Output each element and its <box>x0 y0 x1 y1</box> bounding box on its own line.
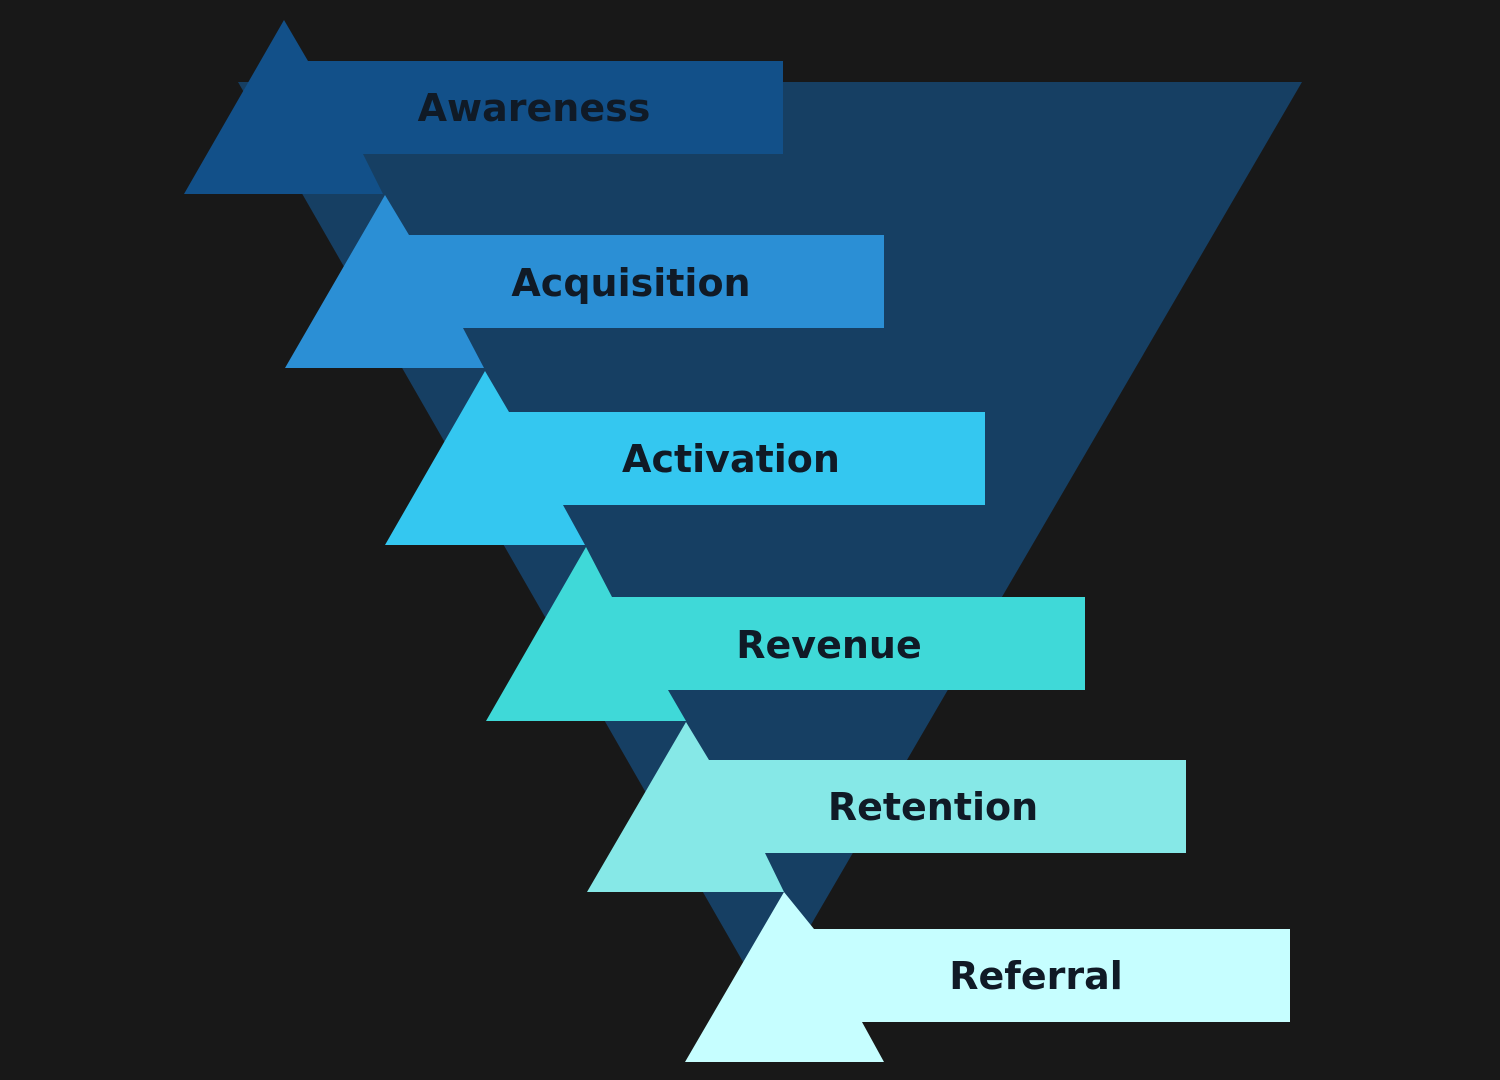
funnel-stage-awareness: Awareness <box>184 20 783 194</box>
stage-label-awareness: Awareness <box>418 86 651 130</box>
stage-arrow-awareness <box>184 20 783 194</box>
funnel-stage-retention: Retention <box>587 722 1186 892</box>
stage-arrow-activation <box>385 371 985 545</box>
funnel-stage-acquisition: Acquisition <box>285 195 884 368</box>
stage-label-revenue: Revenue <box>736 623 921 667</box>
funnel-stage-referral: Referral <box>685 892 1290 1062</box>
stage-arrow-retention <box>587 722 1186 892</box>
stage-label-retention: Retention <box>828 785 1038 829</box>
stage-arrow-revenue <box>486 547 1085 721</box>
stage-arrow-acquisition <box>285 195 884 368</box>
stage-label-acquisition: Acquisition <box>511 261 750 305</box>
funnel-stage-revenue: Revenue <box>486 547 1085 721</box>
stage-label-referral: Referral <box>949 954 1123 998</box>
stage-label-activation: Activation <box>622 437 840 481</box>
funnel-stage-activation: Activation <box>385 371 985 545</box>
stage-arrow-referral <box>685 892 1290 1062</box>
